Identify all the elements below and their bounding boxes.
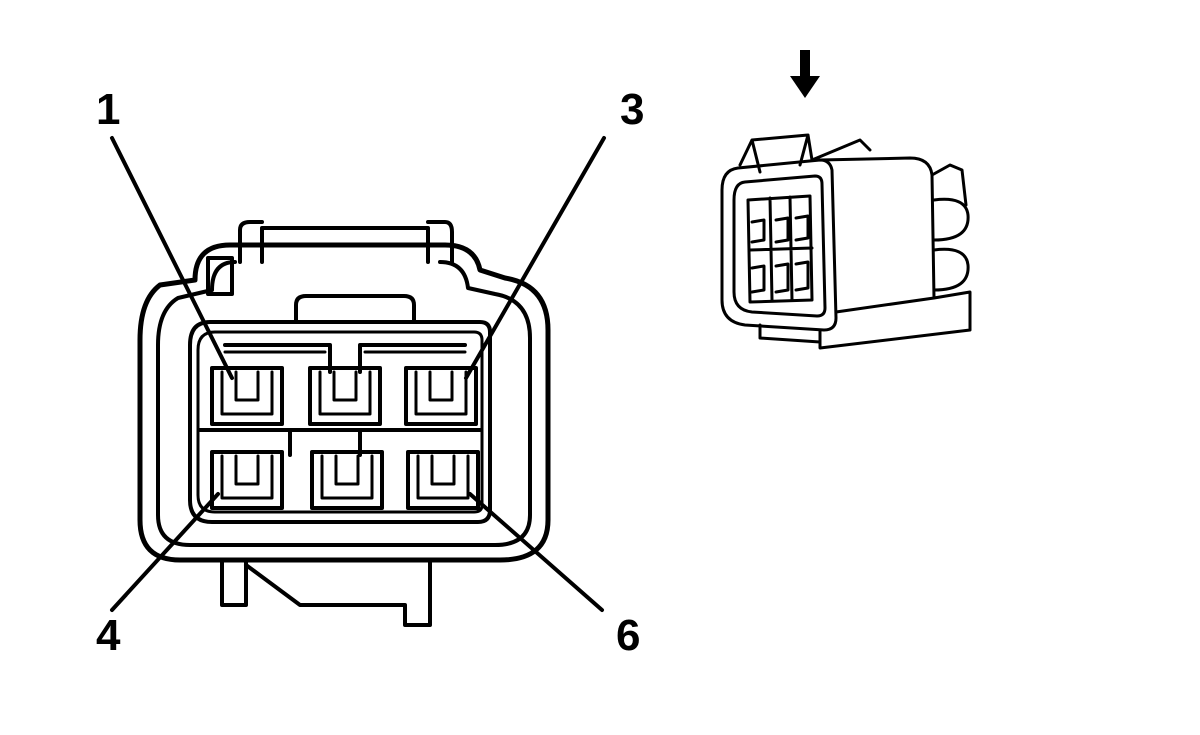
leader-line-1	[110, 136, 234, 380]
pin-label-1: 1	[96, 85, 121, 134]
perspective-side-body	[818, 156, 972, 350]
pin-label-6: 6	[616, 611, 641, 660]
terminal-1	[210, 366, 284, 426]
top-latch-inner	[238, 220, 454, 264]
leader-line-3	[464, 136, 606, 380]
upper-divider	[223, 343, 467, 374]
perspective-cavities	[746, 194, 814, 304]
terminal-3	[404, 366, 478, 426]
bottom-foot	[220, 558, 432, 627]
connector-front-view	[137, 220, 551, 627]
housing-inner	[156, 260, 532, 547]
perspective-front-inner	[732, 174, 827, 318]
leader-line-6	[468, 492, 604, 612]
left-tab	[206, 256, 234, 296]
terminal-6	[406, 450, 480, 510]
perspective-latch	[738, 133, 872, 174]
cavity-frame	[188, 320, 492, 524]
leader-line-4	[110, 492, 220, 612]
top-notch	[294, 294, 416, 324]
terminal-4	[210, 450, 284, 510]
pin-label-4: 4	[96, 611, 121, 660]
perspective-side-ribs	[758, 197, 970, 344]
connector-perspective-view	[720, 133, 972, 350]
pin-label-3: 3	[620, 85, 645, 134]
terminal-5	[310, 450, 384, 510]
perspective-front-face	[720, 158, 838, 332]
terminal-2	[308, 366, 382, 426]
cavity-frame-inner	[196, 330, 484, 514]
arrow-down-icon	[790, 50, 820, 98]
housing-outer	[137, 242, 551, 563]
top-latch	[260, 226, 430, 264]
